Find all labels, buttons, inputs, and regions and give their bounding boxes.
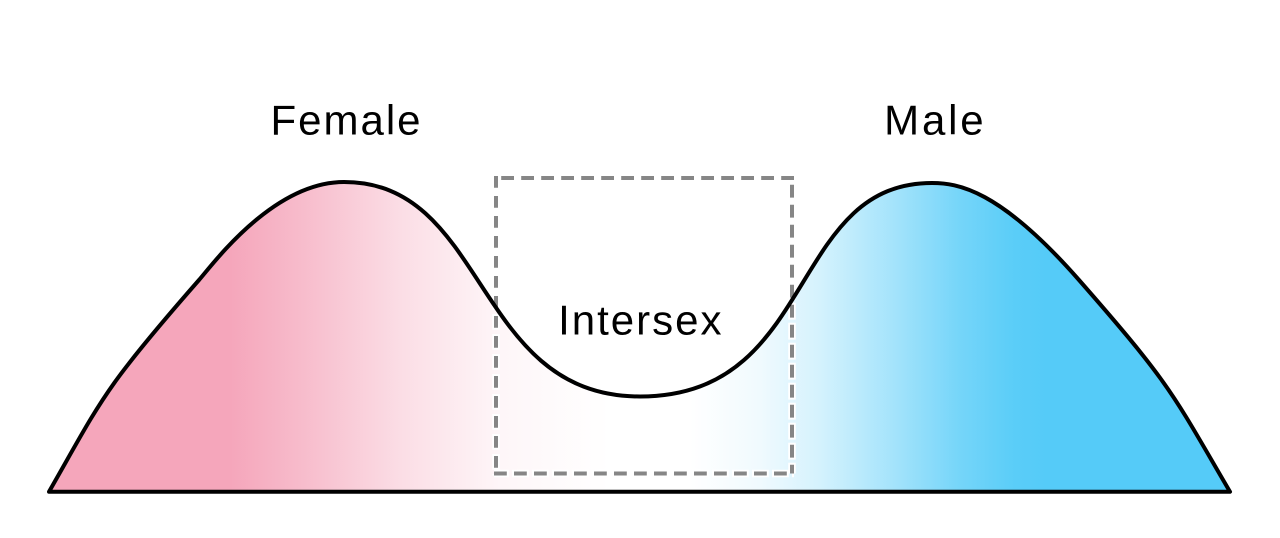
svg-text:Female: Female	[270, 97, 422, 144]
svg-text:Male: Male	[884, 97, 986, 144]
svg-text:Intersex: Intersex	[558, 296, 723, 343]
